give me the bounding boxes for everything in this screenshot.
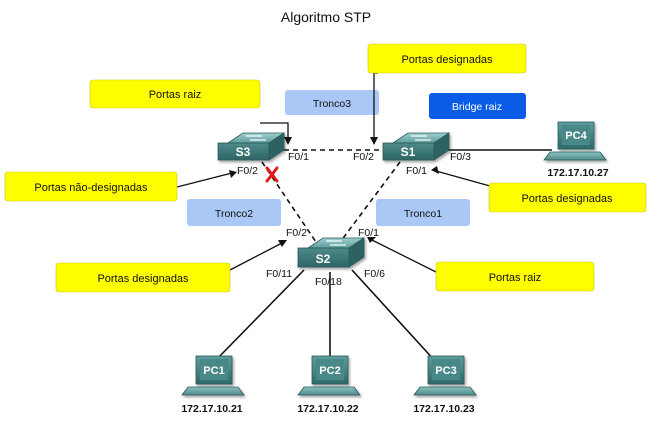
callout-s2-designated: Portas designadas xyxy=(55,262,231,293)
callout-s1-designated-right: Portas designadas xyxy=(488,182,647,213)
root-bridge-tag: Bridge raiz xyxy=(429,93,526,119)
callout-s1-designated-right-text: Portas designadas xyxy=(521,193,613,205)
pc2-label: PC2 xyxy=(319,365,340,377)
diagram-title: Algoritmo STP xyxy=(281,9,371,25)
root-bridge-label: Bridge raiz xyxy=(452,101,502,113)
trunk3-label: Tronco3 xyxy=(313,98,351,110)
trunk2-tag: Tronco2 xyxy=(187,199,281,226)
port-label-s2-f011: F0/11 xyxy=(266,268,292,280)
switch-s3[interactable]: S3 xyxy=(217,132,286,161)
pc3-ip: 172.17.10.23 xyxy=(413,403,474,415)
callout-s2-root-ports-text: Portas raiz xyxy=(489,272,542,284)
switch-s1[interactable]: S1 xyxy=(382,132,451,161)
port-label-s1-f01: F0/1 xyxy=(406,165,427,177)
callout-arrowheads xyxy=(229,137,439,247)
switch-arrows-icon xyxy=(326,240,346,246)
callout-s1-designated-top-text: Portas designadas xyxy=(401,54,493,66)
callout-s3-root-ports: Portas raiz xyxy=(89,79,261,109)
port-label-s3-f02: F0/2 xyxy=(237,165,258,177)
port-label-s2-f018: F0/18 xyxy=(315,276,342,288)
trunk3-tag: Tronco3 xyxy=(285,90,379,115)
callout-s2-root-ports: Portas raiz xyxy=(435,261,595,292)
switch-s3-label: S3 xyxy=(236,145,251,159)
switch-arrows-icon xyxy=(411,135,431,141)
port-label-s3-f01: F0/1 xyxy=(288,151,309,163)
pc3[interactable]: PC3 xyxy=(413,355,477,396)
callout-s3-nondesignated: Portas não-designadas xyxy=(4,171,178,202)
switch-arrows-icon xyxy=(246,135,266,141)
pc2-ip: 172.17.10.22 xyxy=(297,403,358,415)
trunk1-label: Tronco1 xyxy=(404,208,442,220)
switch-s1-label: S1 xyxy=(401,145,416,159)
pc3-label: PC3 xyxy=(435,365,456,377)
callout-s3-root-ports-text: Portas raiz xyxy=(149,89,202,101)
port-label-s2-f02: F0/2 xyxy=(286,227,307,239)
port-label-s1-f02: F0/2 xyxy=(353,151,374,163)
switch-s2[interactable]: S2 xyxy=(297,237,366,268)
callout-s3-nondesignated-text: Portas não-designadas xyxy=(34,182,148,194)
callout-s1-designated-top: Portas designadas xyxy=(367,43,527,74)
port-label-s1-f03: F0/3 xyxy=(450,151,471,163)
pc2[interactable]: PC2 xyxy=(297,355,361,396)
pc1-label: PC1 xyxy=(203,365,224,377)
port-label-s2-f01: F0/1 xyxy=(358,227,379,239)
pc4-label: PC4 xyxy=(565,130,587,142)
blocked-port-icon xyxy=(265,166,279,183)
trunk2-label: Tronco2 xyxy=(215,208,253,220)
links xyxy=(213,149,552,363)
trunk2-link xyxy=(261,161,319,246)
pc1[interactable]: PC1 xyxy=(181,355,245,396)
pc4-ip: 172.17.10.27 xyxy=(547,167,608,179)
s2-pc1-link xyxy=(213,269,305,363)
trunk1-tag: Tronco1 xyxy=(376,199,470,226)
pc4[interactable]: PC4 xyxy=(543,121,607,161)
switch-s2-label: S2 xyxy=(316,252,331,266)
port-label-s2-f06: F0/6 xyxy=(364,268,385,280)
pc1-ip: 172.17.10.21 xyxy=(181,403,242,415)
s2-pc3-link xyxy=(351,269,437,363)
callout-s2-designated-text: Portas designadas xyxy=(97,273,189,285)
